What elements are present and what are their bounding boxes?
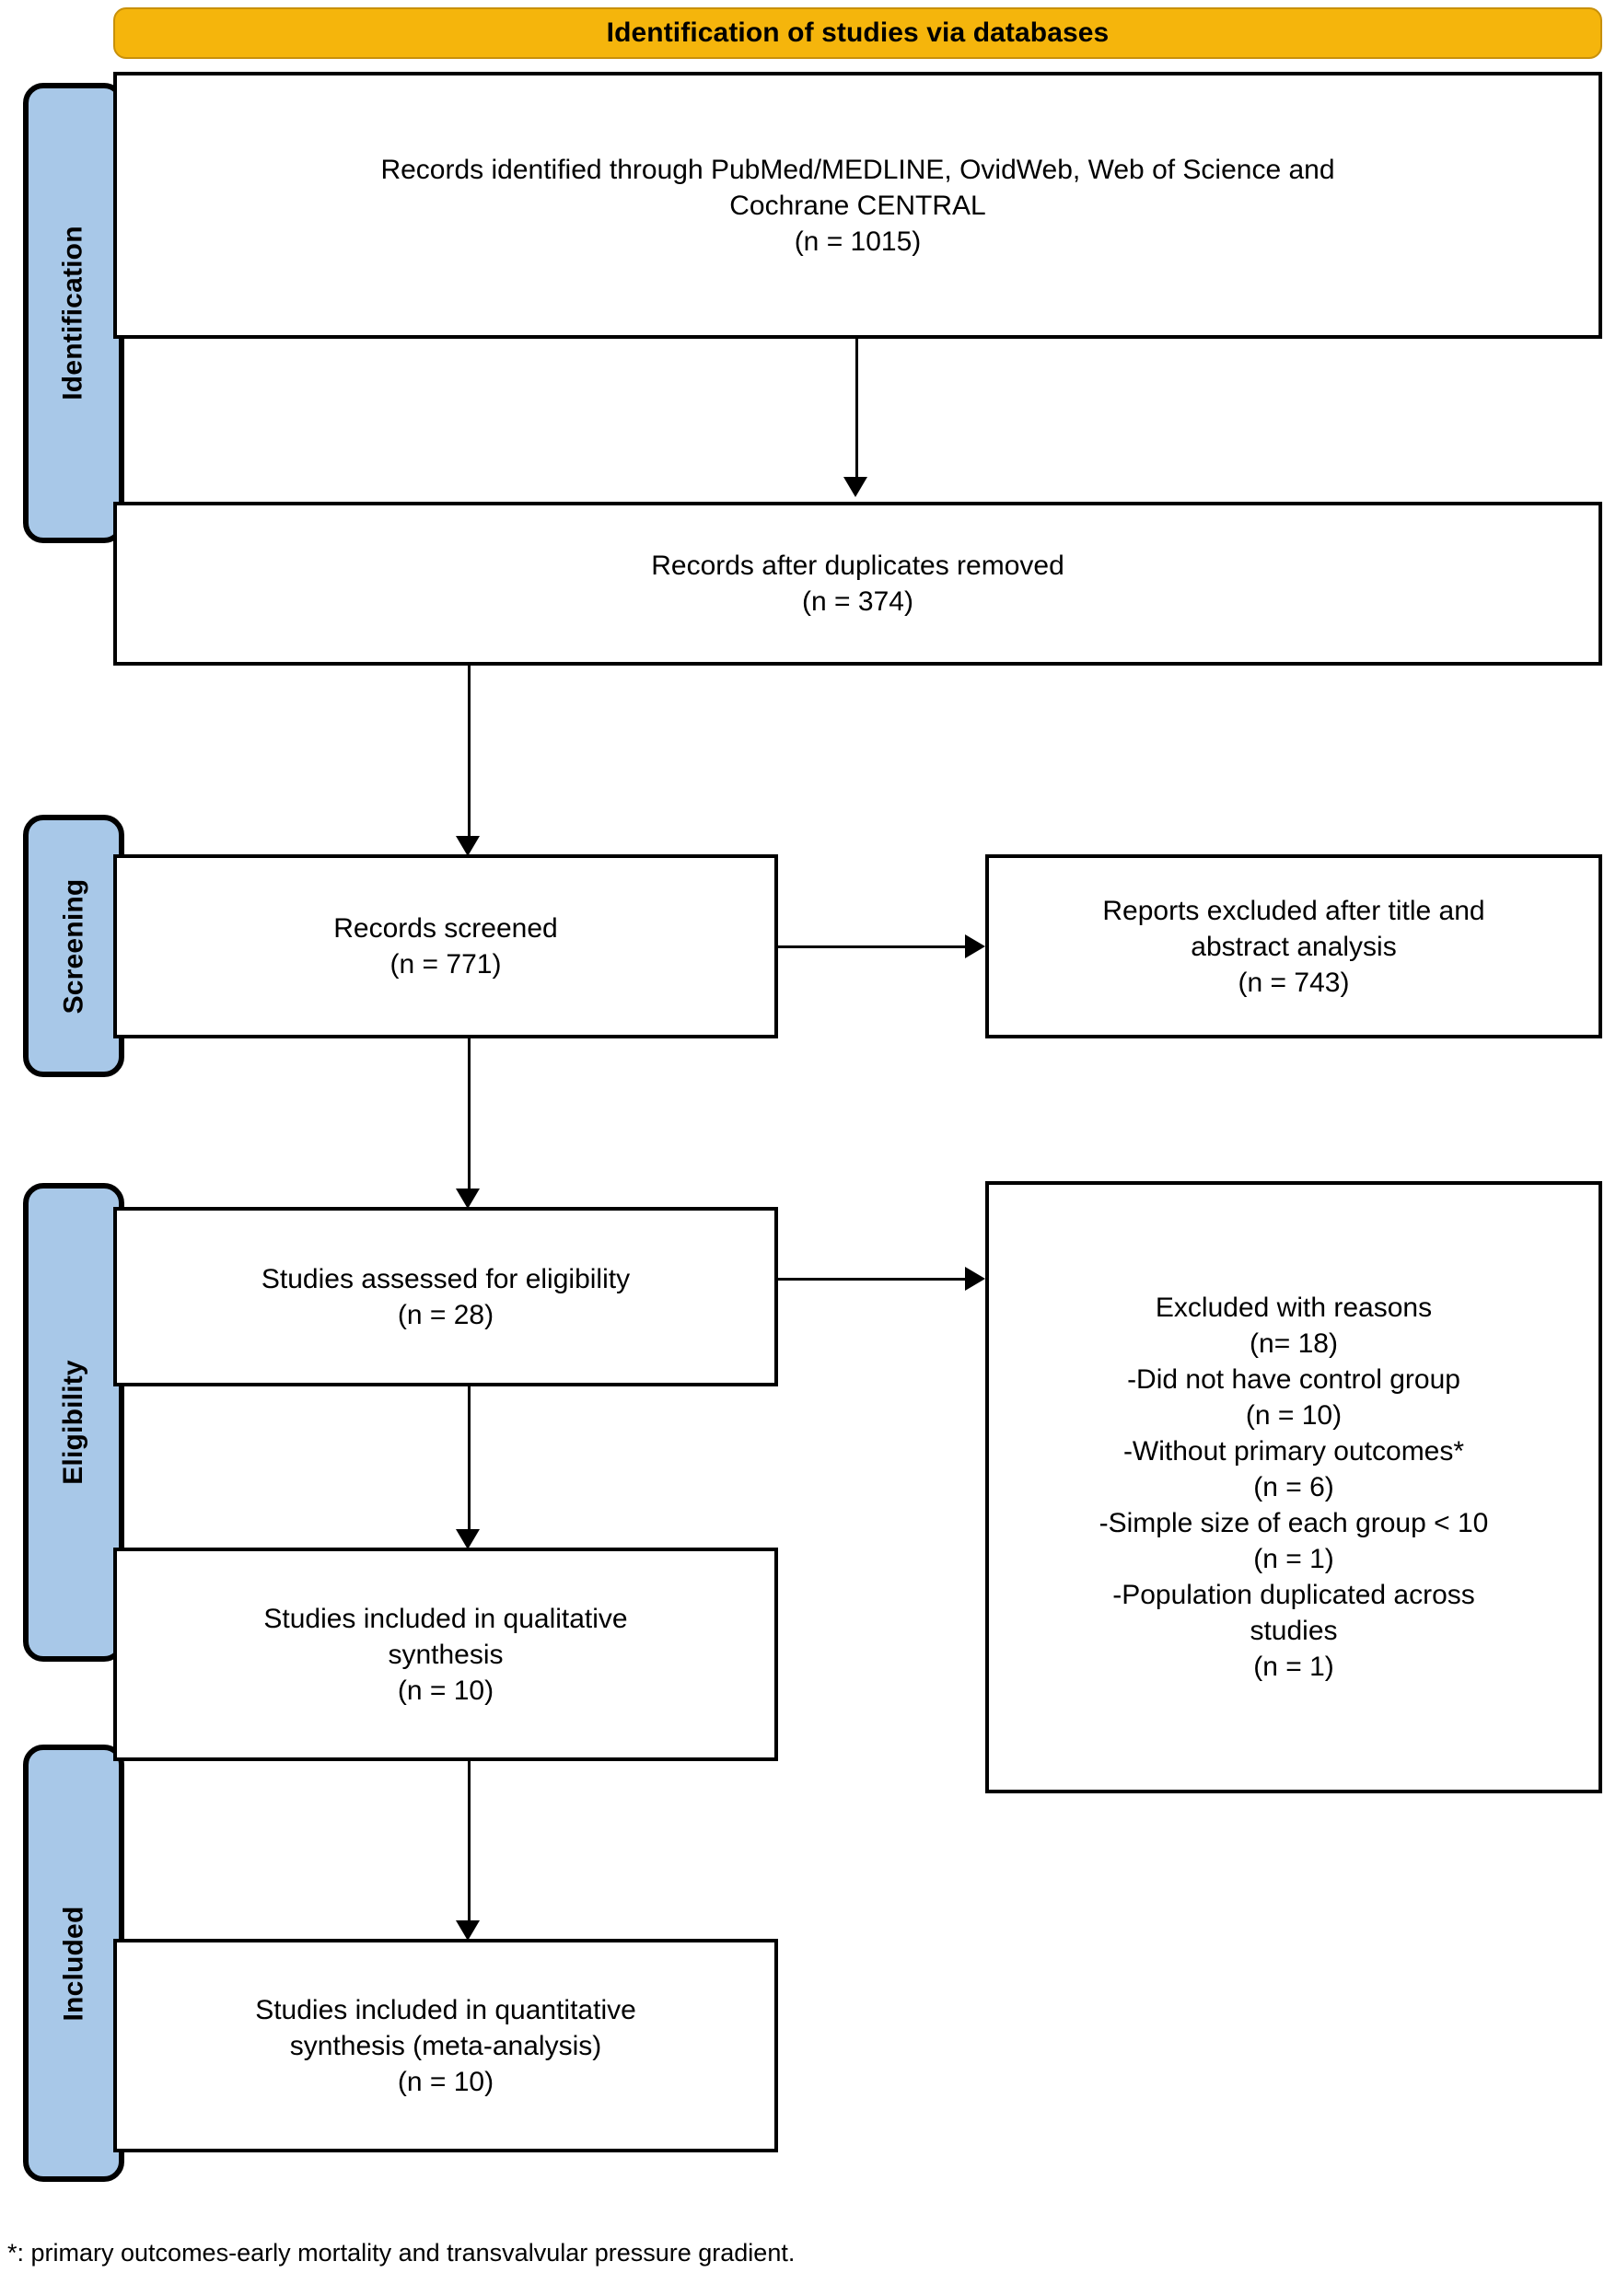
- box-records-after-duplicates-removed-text: Records after duplicates removed (n = 37…: [651, 551, 1064, 617]
- arrowhead-identified-to-duplicates: [843, 477, 867, 497]
- connector-eligibility-to-qualitative: [468, 1386, 471, 1534]
- box-studies-assessed-eligibility: Studies assessed for eligibility (n = 28…: [113, 1207, 778, 1386]
- arrowhead-duplicates-to-screened: [456, 836, 480, 856]
- connector-screened-to-excluded: [778, 945, 967, 948]
- box-studies-included-qualitative-text: Studies included in qualitative synthesi…: [263, 1603, 628, 1706]
- box-reports-excluded-title-abstract-text: Reports excluded after title and abstrac…: [1102, 895, 1485, 998]
- connector-eligibility-to-excluded-reasons: [778, 1278, 967, 1281]
- box-studies-included-qualitative: Studies included in qualitative synthesi…: [113, 1548, 778, 1761]
- stage-label-eligibility: Eligibility: [23, 1183, 124, 1662]
- box-studies-included-quantitative: Studies included in quantitative synthes…: [113, 1939, 778, 2152]
- footnote-primary-outcomes: *: primary outcomes-early mortality and …: [7, 2239, 796, 2267]
- connector-screened-to-eligibility: [468, 1038, 471, 1193]
- banner-identification-via-databases: Identification of studies via databases: [113, 7, 1602, 59]
- box-records-screened: Records screened (n = 771): [113, 854, 778, 1038]
- box-records-after-duplicates-removed: Records after duplicates removed (n = 37…: [113, 502, 1602, 666]
- box-studies-included-quantitative-text: Studies included in quantitative synthes…: [255, 1994, 636, 2097]
- box-records-identified: Records identified through PubMed/MEDLIN…: [113, 72, 1602, 339]
- connector-duplicates-to-screened: [468, 666, 471, 841]
- box-excluded-with-reasons: Excluded with reasons (n= 18) -Did not h…: [985, 1181, 1602, 1793]
- stage-label-screening: Screening: [23, 815, 124, 1077]
- stage-label-identification-text: Identification: [58, 226, 88, 400]
- arrowhead-screened-to-excluded: [965, 934, 985, 958]
- box-records-identified-text: Records identified through PubMed/MEDLIN…: [380, 154, 1335, 257]
- arrowhead-screened-to-eligibility: [456, 1189, 480, 1209]
- banner-title: Identification of studies via databases: [606, 17, 1110, 48]
- arrowhead-qualitative-to-quantitative: [456, 1920, 480, 1941]
- stage-label-screening-text: Screening: [58, 878, 89, 1014]
- box-studies-assessed-eligibility-text: Studies assessed for eligibility (n = 28…: [261, 1263, 631, 1330]
- box-records-screened-text: Records screened (n = 771): [333, 913, 558, 980]
- arrowhead-eligibility-to-qualitative: [456, 1529, 480, 1549]
- stage-label-eligibility-text: Eligibility: [58, 1360, 89, 1485]
- connector-qualitative-to-quantitative: [468, 1761, 471, 1925]
- stage-label-identification: Identification: [23, 83, 124, 543]
- box-excluded-with-reasons-text: Excluded with reasons (n= 18) -Did not h…: [1099, 1293, 1489, 1682]
- stage-label-included: Included: [23, 1745, 124, 2182]
- connector-identified-to-duplicates: [855, 339, 858, 481]
- box-reports-excluded-title-abstract: Reports excluded after title and abstrac…: [985, 854, 1602, 1038]
- arrowhead-eligibility-to-excluded-reasons: [965, 1267, 985, 1291]
- stage-label-included-text: Included: [58, 1906, 89, 2021]
